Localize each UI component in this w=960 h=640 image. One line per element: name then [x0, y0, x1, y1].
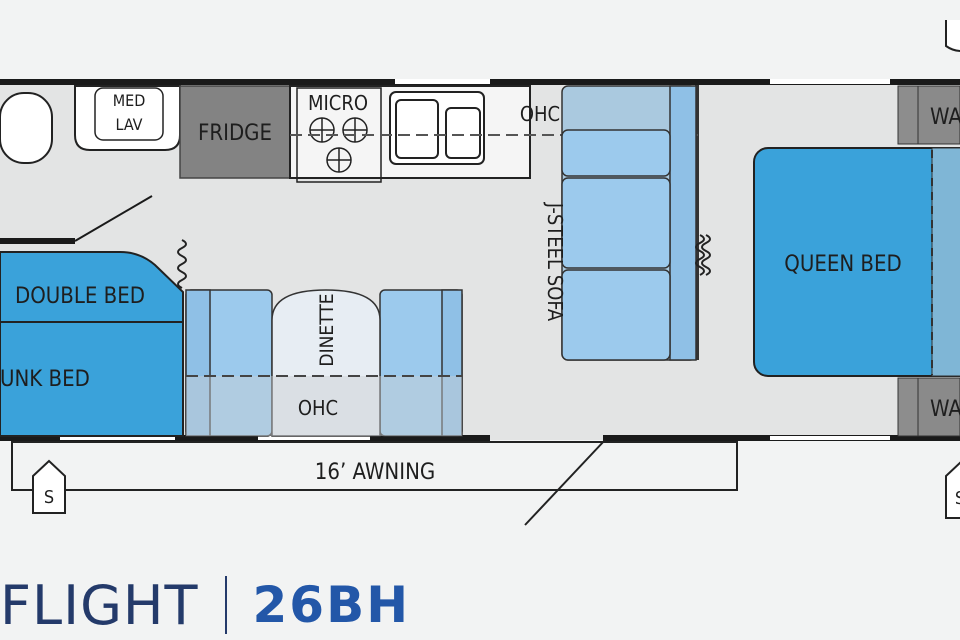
- wardrobe-bottom: WA: [897, 377, 960, 437]
- exterior-walls: [0, 79, 960, 441]
- dinette-label: DINETTE: [316, 293, 338, 366]
- steps-right-label: S: [955, 488, 960, 509]
- double-bed-label: DOUBLE BED: [15, 284, 145, 309]
- queen-bed: QUEEN BED: [753, 147, 960, 377]
- kitchen-sink-icon: [389, 91, 485, 165]
- wiggle-icon: [695, 234, 705, 276]
- model-code: 26BH: [252, 576, 411, 634]
- sofa-label: J-STEEL SOFA: [543, 202, 567, 322]
- ohc-kitchen-label: OHC: [520, 102, 560, 126]
- ohc-dinette-label: OHC: [298, 396, 338, 420]
- toilet-icon: [0, 92, 53, 164]
- stove-and-microwave: MICRO OHC: [289, 85, 698, 183]
- steps-left-label: S: [44, 487, 54, 508]
- fridge: FRIDGE: [179, 85, 291, 179]
- trailer-floorplan: MED LAV FRIDGE MICRO OHC J-STEEL SOFA: [0, 20, 960, 526]
- wiggle-icon: [177, 239, 187, 289]
- wardrobe-top-label: WA: [930, 105, 960, 130]
- queen-bed-label: QUEEN BED: [784, 252, 902, 277]
- entry-steps-left: S: [32, 459, 66, 514]
- wardrobe-top: WA: [897, 85, 960, 145]
- micro-label: MICRO: [308, 91, 368, 115]
- dinette: DINETTE OHC: [185, 289, 463, 437]
- fridge-label: FRIDGE: [198, 121, 272, 146]
- sofa: J-STEEL SOFA: [543, 85, 711, 361]
- awning: 16’ AWNING: [11, 439, 738, 526]
- entry-steps-top: [945, 20, 960, 52]
- bunk-bed-label: UNK BED: [0, 367, 90, 392]
- awning-label: 16’ AWNING: [315, 460, 435, 485]
- wardrobe-bottom-label: WA: [930, 397, 960, 422]
- brand-divider: [224, 576, 227, 634]
- model-name: FLIGHT: [0, 573, 199, 637]
- bunk-beds: DOUBLE BED UNK BED: [0, 239, 187, 437]
- lav-label: LAV: [115, 115, 142, 134]
- med-lav-sink: MED LAV: [74, 85, 181, 151]
- med-label: MED: [113, 91, 146, 110]
- model-branding: FLIGHT 26BH: [0, 573, 411, 637]
- burner-icon: [309, 117, 368, 173]
- entry-steps-right: S: [945, 461, 960, 519]
